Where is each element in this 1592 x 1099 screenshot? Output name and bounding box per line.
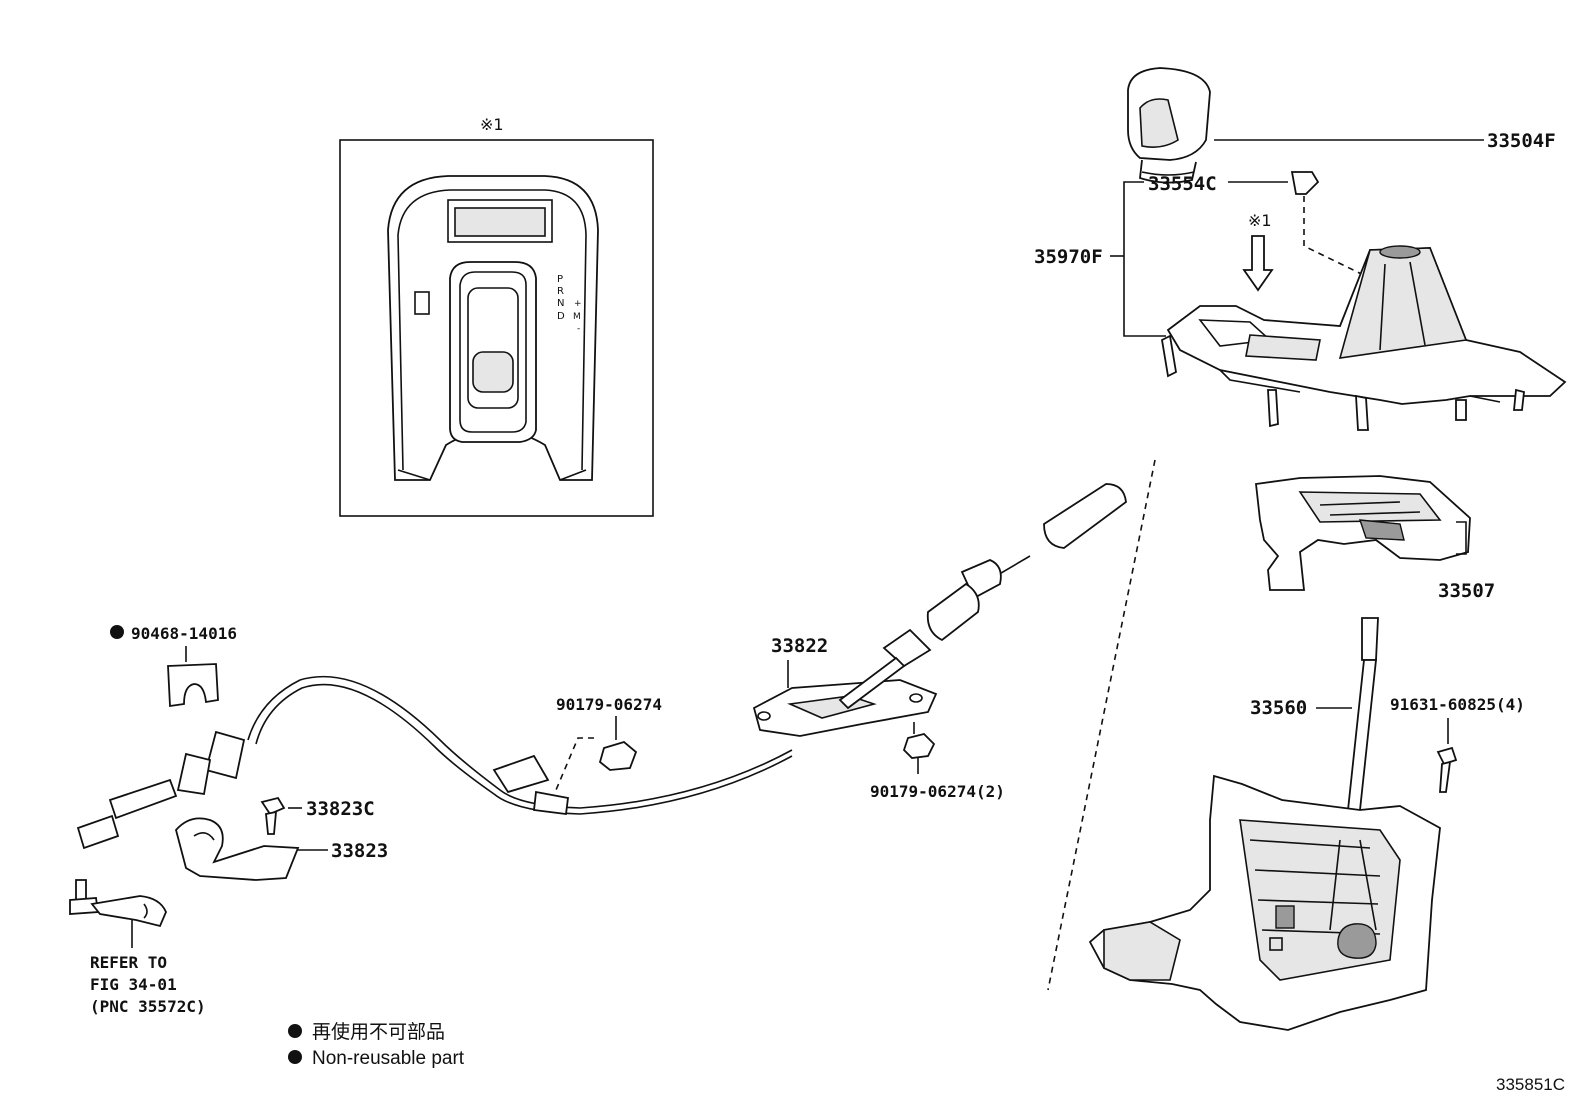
legend-jp: 再使用不可部品: [312, 1021, 445, 1043]
legend-dot-en: [288, 1050, 302, 1064]
part-90179-nut-a: [598, 740, 638, 771]
part-shift-cable: [76, 483, 1127, 850]
reference-line-3: (PNC 35572C): [90, 997, 206, 1016]
inset-frame: [339, 139, 654, 517]
part-reference-lever: [69, 879, 167, 928]
inset-marker: ※1: [480, 115, 504, 134]
reference-line-1: REFER TO: [90, 953, 167, 972]
part-33560-lever-assembly: [1088, 617, 1441, 1031]
reference-line-2: FIG 34-01: [90, 975, 177, 994]
part-90468-clip: [167, 663, 219, 708]
callout-35970F: 35970F: [1034, 246, 1103, 268]
callout-33823C: 33823C: [306, 798, 375, 820]
callout-33560: 33560: [1250, 697, 1307, 719]
shift-letter-plus: +: [574, 299, 582, 309]
part-33822-cable-bracket: [752, 679, 938, 737]
arrow-marker: ※1: [1248, 211, 1272, 230]
legend-en: Non-reusable part: [312, 1048, 465, 1069]
shift-letter-n: N: [557, 298, 564, 309]
callout-33504F: 33504F: [1487, 130, 1556, 152]
callout-33822: 33822: [771, 635, 828, 657]
part-33504F-knob: [1127, 67, 1484, 184]
callout-33554C: 33554C: [1148, 173, 1217, 195]
callout-91631-60825: 91631-60825(4): [1390, 695, 1525, 714]
callout-33823: 33823: [331, 840, 388, 862]
legend-dot-jp: [288, 1024, 302, 1038]
callout-90468-14016: 90468-14016: [131, 624, 237, 643]
shift-letter-p: P: [557, 274, 563, 285]
part-33823-plate: [175, 817, 300, 881]
shift-letter-m: M: [573, 312, 581, 322]
part-90179-nut-b: [902, 733, 936, 759]
figure-id: 335851C: [1496, 1075, 1565, 1094]
shift-letter-d: D: [557, 311, 565, 322]
part-35970F-console: [1161, 245, 1567, 431]
inset-panel: ※1 P R N D + M -: [339, 115, 654, 517]
part-33507-housing: [1255, 475, 1471, 591]
part-91631-bolt: [1436, 746, 1458, 793]
direction-arrow-icon: [1242, 235, 1274, 292]
part-33823C-bolt: [260, 796, 286, 835]
callout-90179-06274: 90179-06274: [556, 695, 662, 714]
part-33554C-clip: [1290, 171, 1320, 195]
non-reusable-dot-90468: [110, 625, 124, 639]
callout-33507: 33507: [1438, 580, 1495, 602]
shift-letter-minus: -: [577, 324, 580, 334]
shift-bezel-drawing: [387, 175, 599, 481]
shift-letter-r: R: [557, 286, 564, 297]
callout-90179-06274-2: 90179-06274(2): [870, 782, 1005, 801]
